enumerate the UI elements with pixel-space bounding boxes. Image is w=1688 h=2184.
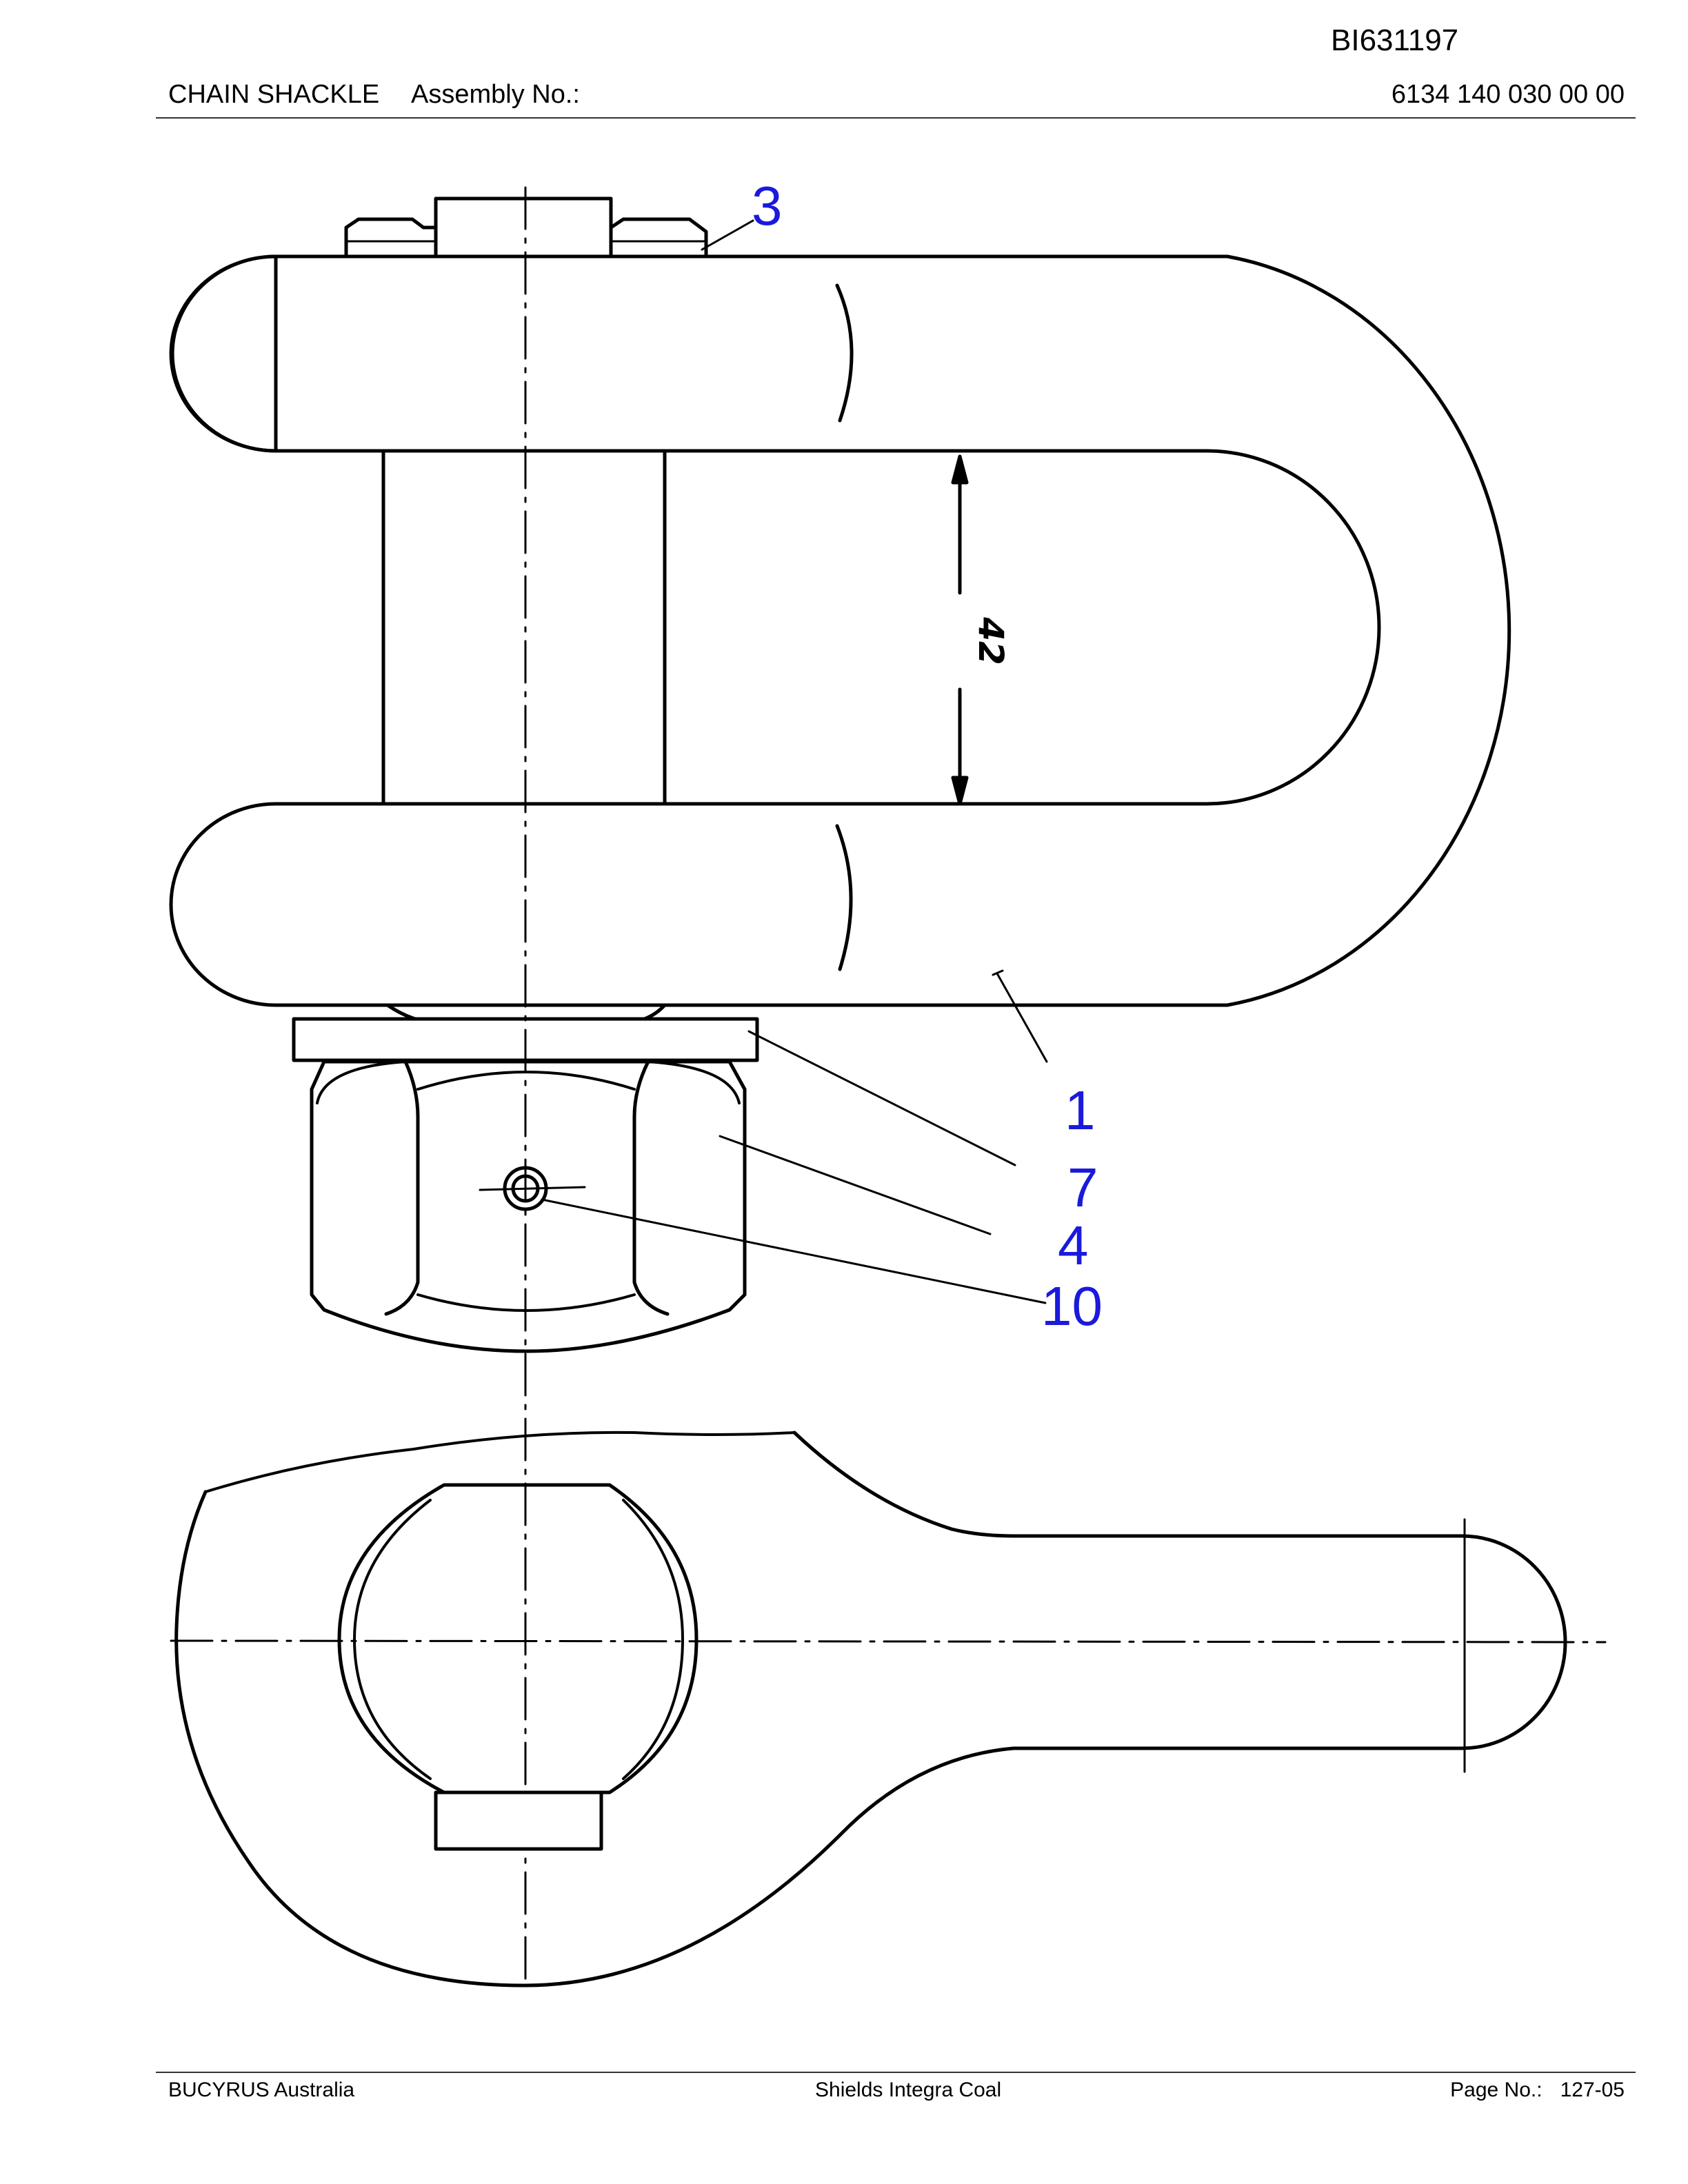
hex-nut — [310, 1060, 747, 1353]
assembly-label: Assembly No.: — [411, 80, 580, 109]
leader-lines — [541, 219, 1048, 1304]
customer-name: Shields Integra Coal — [815, 2079, 1002, 2101]
page-info: Page No.: 127-05 — [1432, 2079, 1625, 2102]
document-id: BI631197 — [1331, 23, 1459, 57]
shackle-body — [169, 254, 1511, 1007]
shackle-side-view — [170, 1430, 1607, 1988]
drawing-title: CHAIN SHACKLE — [168, 80, 380, 109]
callout-item-1: 1 — [1065, 1080, 1096, 1141]
callout-item-3: 3 — [752, 175, 783, 236]
page-label: Page No.: — [1450, 2079, 1543, 2101]
footer-row: BUCYRUS Australia Shields Integra Coal P… — [156, 2072, 1636, 2107]
company-name: BUCYRUS Australia — [168, 2079, 355, 2101]
callout-item-4: 4 — [1058, 1215, 1089, 1276]
header-row: CHAIN SHACKLE Assembly No.: 6134 140 030… — [156, 77, 1636, 119]
callout-item-7: 7 — [1067, 1157, 1098, 1218]
callout-item-10: 10 — [1041, 1275, 1103, 1337]
assembly-number: 6134 140 030 00 00 — [1391, 80, 1625, 109]
dimension-value: 42 — [971, 616, 1011, 665]
dimension-line — [951, 454, 969, 806]
page-number: 127-05 — [1560, 2079, 1625, 2101]
